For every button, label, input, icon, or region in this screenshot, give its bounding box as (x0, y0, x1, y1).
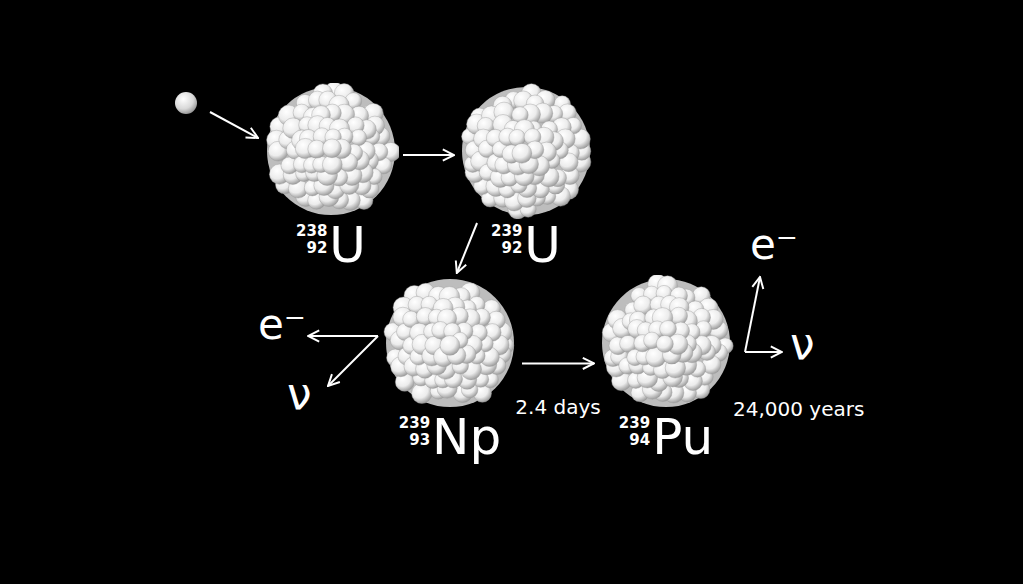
element-symbol: U (524, 220, 561, 270)
isotope-label: 23892U (296, 220, 366, 270)
atomic-number: 92 (501, 240, 522, 257)
neutrino-symbol: ν (287, 372, 312, 416)
atomic-number: 92 (306, 240, 327, 257)
mass-number: 239 (491, 223, 522, 240)
nucleon-numbers: 23993 (399, 412, 430, 450)
mass-number: 239 (399, 415, 430, 432)
nucleon-numbers: 23992 (491, 220, 522, 258)
atomic-number: 94 (629, 432, 650, 449)
element-symbol: Pu (652, 412, 713, 462)
isotope-label: 23994Pu (619, 412, 713, 462)
element-symbol: U (329, 220, 366, 270)
half-life: 24,000 years (733, 399, 864, 419)
emission-arrow (745, 351, 782, 353)
emission-arrow (328, 336, 378, 386)
nucleus: 23992U (458, 83, 594, 219)
nucleus-sphere (598, 275, 734, 411)
neutron-arrow (210, 112, 258, 138)
nucleus-sphere (458, 83, 594, 219)
nucleon-numbers: 23892 (296, 220, 327, 258)
nucleus: 23993Np (382, 275, 518, 411)
electron-symbol: e⁻ (750, 224, 798, 266)
decay-arrow (457, 223, 477, 273)
nucleon-numbers: 23994 (619, 412, 650, 450)
decay-arrow (522, 362, 594, 364)
emission-arrow (745, 277, 760, 352)
mass-number: 239 (619, 415, 650, 432)
decay-arrow (403, 154, 454, 156)
electron-symbol: e⁻ (258, 304, 306, 346)
atomic-number: 93 (409, 432, 430, 449)
element-symbol: Np (432, 412, 501, 462)
nucleus: 23994Pu (598, 275, 734, 411)
half-life: 2.4 days (515, 397, 600, 417)
isotope-label: 23992U (491, 220, 561, 270)
isotope-label: 23993Np (399, 412, 501, 462)
nucleus: 23892U (263, 83, 399, 219)
neutrino-symbol: ν (790, 322, 815, 366)
neutron (175, 92, 197, 114)
nucleus-sphere (382, 275, 518, 411)
mass-number: 238 (296, 223, 327, 240)
emission-arrow (308, 335, 378, 337)
nucleus-sphere (263, 83, 399, 219)
